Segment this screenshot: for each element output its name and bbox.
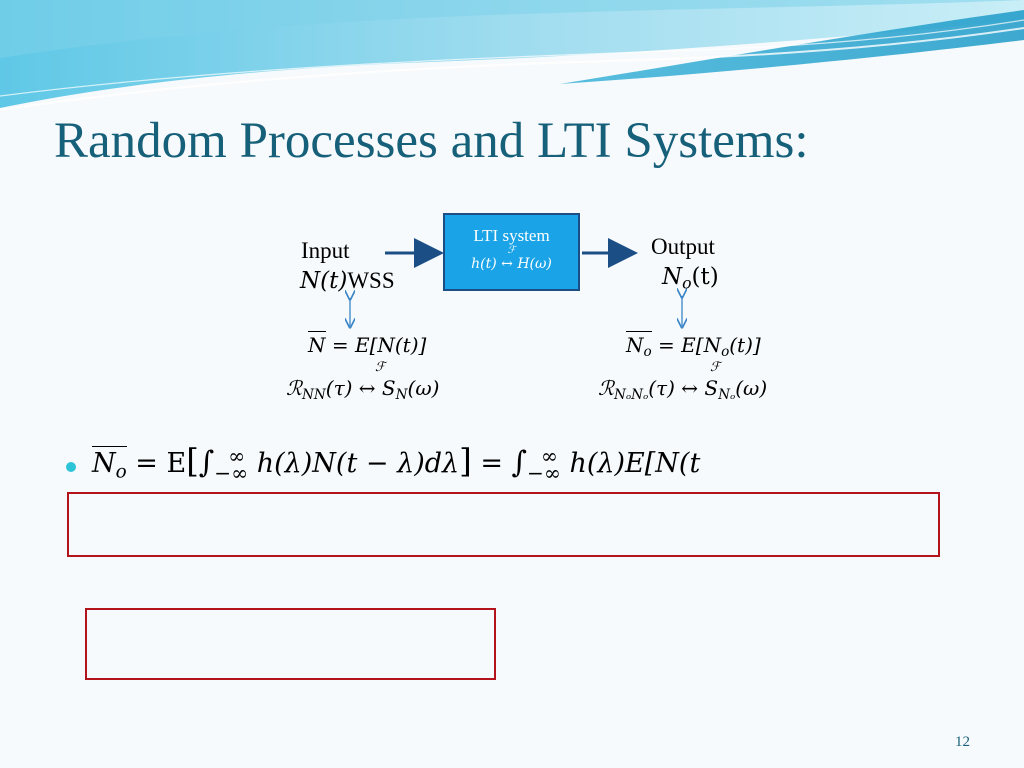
right-mean-equation: No = E[No(t)]: [626, 331, 761, 361]
right-corr-rest: (τ) ↔ S: [648, 376, 719, 400]
left-corr-base: ℛ: [286, 376, 302, 400]
bullet-integral-1-limits: ∞−∞: [214, 444, 249, 485]
lti-title: LTI system: [473, 226, 550, 245]
output-signal: No(t): [662, 264, 719, 293]
output-signal-sub: o: [682, 273, 692, 293]
red-box-large: [67, 492, 940, 557]
input-signal-suffix: WSS: [347, 268, 395, 293]
left-corr-sub: NN: [301, 387, 326, 404]
right-correlation-equation: ℛNₒNₒ(τ) ↔ SNₒ(ω): [598, 376, 767, 403]
bullet-integral-1: ∫: [198, 445, 215, 480]
output-signal-arg: (t): [691, 264, 719, 290]
header-wave-decoration: [0, 0, 1024, 111]
right-mean-lhs-base: N: [626, 333, 644, 357]
bullet-dot: [66, 462, 76, 472]
bullet-lhs-base: N: [92, 448, 116, 479]
bullet-lhs: No: [92, 446, 127, 483]
left-psd-sub: N: [395, 387, 408, 404]
bullet-eq2-sign: =: [471, 448, 512, 479]
left-mean-lhs: N: [308, 331, 326, 357]
input-signal: N(t)WSS: [300, 268, 395, 294]
bullet-integral-2-limits: ∞−∞: [527, 444, 561, 485]
right-psd-sub: Nₒ: [718, 387, 736, 404]
output-label: Output: [651, 234, 715, 259]
right-mean-rhs-sub: o: [721, 344, 730, 361]
right-mean-lhs: No: [626, 331, 652, 361]
left-psd-arg: (ω): [407, 376, 440, 400]
input-signal-var: N(t): [300, 268, 348, 294]
output-signal-base: N: [662, 264, 683, 290]
bullet-bracket-close: ]: [459, 442, 472, 480]
lti-fourier-symbol: ℱ: [507, 245, 516, 256]
left-mean-rhs: = E[N(t)]: [325, 333, 427, 357]
lti-relation: h(t) ↔ H(ω): [471, 256, 552, 272]
bullet-bracket-open: [: [186, 442, 199, 480]
left-correlation-equation: ℛNN(τ) ↔ SN(ω): [286, 376, 439, 403]
lti-system-block: LTI system ℱ h(t) ↔ H(ω): [443, 213, 580, 291]
bullet-int2-upper: ∞: [541, 444, 558, 469]
red-box-small: [85, 608, 496, 680]
page-number: 12: [955, 734, 970, 750]
bullet-equation: No = E[∫∞−∞ h(λ)N(t − λ)dλ] = ∫∞−∞ h(λ)E…: [92, 442, 700, 483]
right-fourier-symbol: ℱ: [710, 360, 721, 375]
bullet-lhs-sub: o: [115, 461, 127, 483]
bullet-integral-2: ∫: [511, 445, 528, 480]
left-corr-rest: (τ) ↔ S: [325, 376, 396, 400]
right-psd-arg: (ω): [735, 376, 768, 400]
bullet-eq1-sign: = E: [126, 448, 187, 479]
left-fourier-symbol: ℱ: [375, 360, 386, 375]
input-label: Input: [301, 238, 350, 263]
right-mean-rhs-a: = E[N: [651, 333, 722, 357]
bullet-int1-upper: ∞: [228, 444, 246, 469]
left-mean-equation: N = E[N(t)]: [308, 331, 427, 357]
slide-title: Random Processes and LTI Systems:: [54, 113, 809, 169]
bullet-integrand: h(λ)N(t − λ)dλ: [248, 448, 460, 479]
right-mean-rhs-b: (t)]: [729, 333, 761, 357]
right-corr-sub: NₒNₒ: [613, 387, 649, 404]
bullet-rhs: h(λ)E[N(t: [560, 448, 701, 479]
bullet-int2-lower: −∞: [527, 460, 561, 485]
right-corr-base: ℛ: [598, 376, 614, 400]
bullet-int1-lower: −∞: [214, 460, 249, 485]
right-mean-lhs-sub: o: [643, 344, 652, 361]
